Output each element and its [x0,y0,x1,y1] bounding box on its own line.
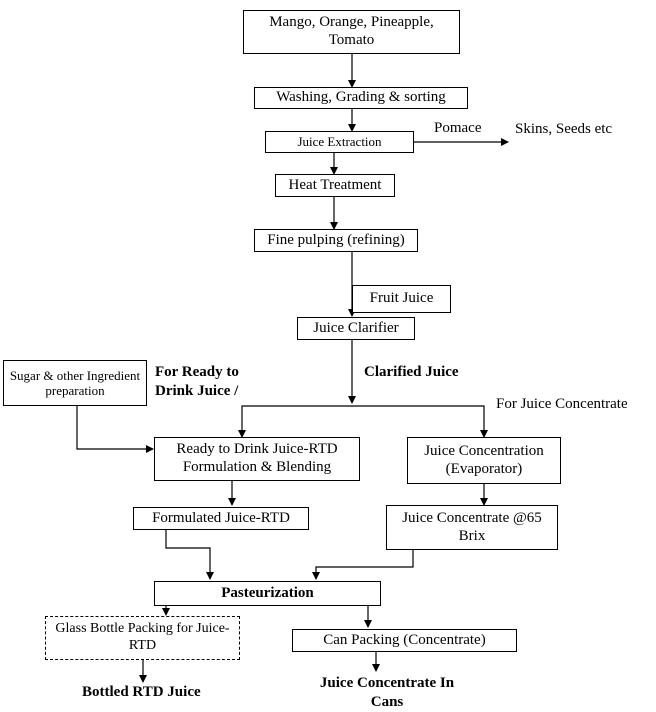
arrow-split-to-concentration [352,405,488,438]
rtd-formulation-label: Ready to Drink Juice-RTD Formulation & B… [176,441,338,475]
juice-concentration-label: Juice Concentration (Evaporator) [424,442,544,477]
raw-fruits-box: Mango, Orange, Pineapple, Tomato [243,10,460,54]
for-rtd-label: For Ready to Drink Juice / [155,364,239,399]
for-concentrate-label: For Juice Concentrate [496,396,628,412]
juice-extraction-label: Juice Extraction [297,134,382,150]
sugar-prep-box: Sugar & other Ingredient preparation [3,360,147,406]
juice-clarifier-box: Juice Clarifier [297,317,415,340]
juice-concentration-box: Juice Concentration (Evaporator) [407,437,561,484]
can-packing-label: Can Packing (Concentrate) [323,631,486,648]
pomace-label: Pomace [434,120,482,136]
pasteurization-label: Pasteurization [221,584,314,601]
arrow-65brix-to-pasteurization [312,550,414,580]
fruit-juice-box: Fruit Juice [352,285,451,313]
fruit-juice-label: Fruit Juice [369,290,434,307]
pasteurization-box: Pasteurization [154,581,381,606]
juice-concentrate-65-box: Juice Concentrate @65 Brix [386,505,558,550]
bottled-rtd-label: Bottled RTD Juice [82,684,201,700]
formulated-rtd-label: Formulated Juice-RTD [152,509,290,526]
arrow-split-to-rtd [238,405,352,438]
arrow-formulated-to-pasteurization [165,530,214,580]
concentrate-cans-label: Juice Concentrate In Cans [319,675,455,710]
raw-fruits-label: Mango, Orange, Pineapple, Tomato [269,14,434,48]
juice-clarifier-label: Juice Clarifier [313,319,399,336]
formulated-rtd-box: Formulated Juice-RTD [133,507,309,530]
clarified-juice-label: Clarified Juice [364,364,459,380]
glass-bottle-label: Glass Bottle Packing for Juice-RTD [55,621,230,653]
can-packing-box: Can Packing (Concentrate) [292,629,517,652]
fine-pulping-box: Fine pulping (refining) [254,229,418,252]
washing-box: Washing, Grading & sorting [254,87,468,109]
rtd-formulation-box: Ready to Drink Juice-RTD Formulation & B… [154,437,360,481]
heat-treatment-box: Heat Treatment [275,174,395,197]
washing-label: Washing, Grading & sorting [276,89,446,106]
sugar-prep-label: Sugar & other Ingredient preparation [9,367,141,398]
fine-pulping-label: Fine pulping (refining) [267,231,405,248]
juice-extraction-box: Juice Extraction [265,131,414,153]
heat-treatment-label: Heat Treatment [288,176,382,193]
arrow-sugar-to-rtd [76,406,154,453]
glass-bottle-box: Glass Bottle Packing for Juice-RTD [45,616,240,660]
juice-concentrate-65-label: Juice Concentrate @65 Brix [402,509,542,544]
skins-seeds-label: Skins, Seeds etc [515,121,613,137]
